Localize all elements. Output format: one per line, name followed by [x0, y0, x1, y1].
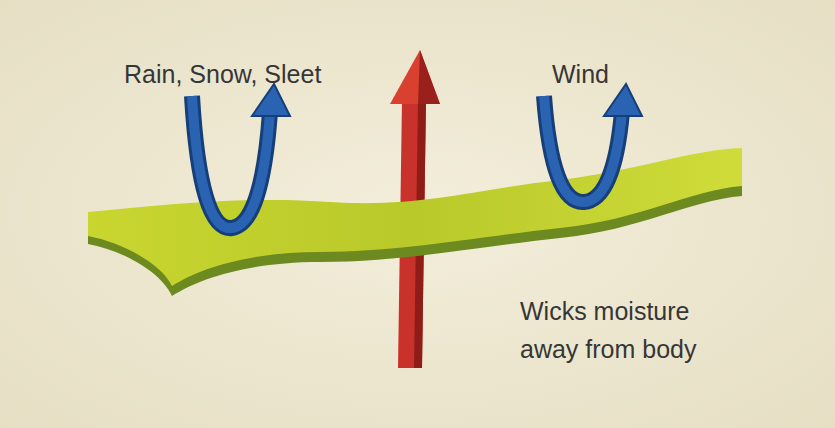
- caption-label: Wicks moisture away from body: [520, 292, 735, 368]
- fabric-layer: [88, 148, 742, 296]
- repel-arrow: [192, 84, 290, 228]
- label-holder: Wicks moisture away from body: [520, 292, 735, 368]
- caption-label: Rain, Snow, Sleet: [124, 55, 321, 93]
- repel-arrow: [544, 84, 642, 202]
- label-holder: Rain, Snow, Sleet: [124, 55, 321, 93]
- caption-label: Wind: [552, 55, 609, 93]
- label-holder: Wind: [552, 55, 609, 93]
